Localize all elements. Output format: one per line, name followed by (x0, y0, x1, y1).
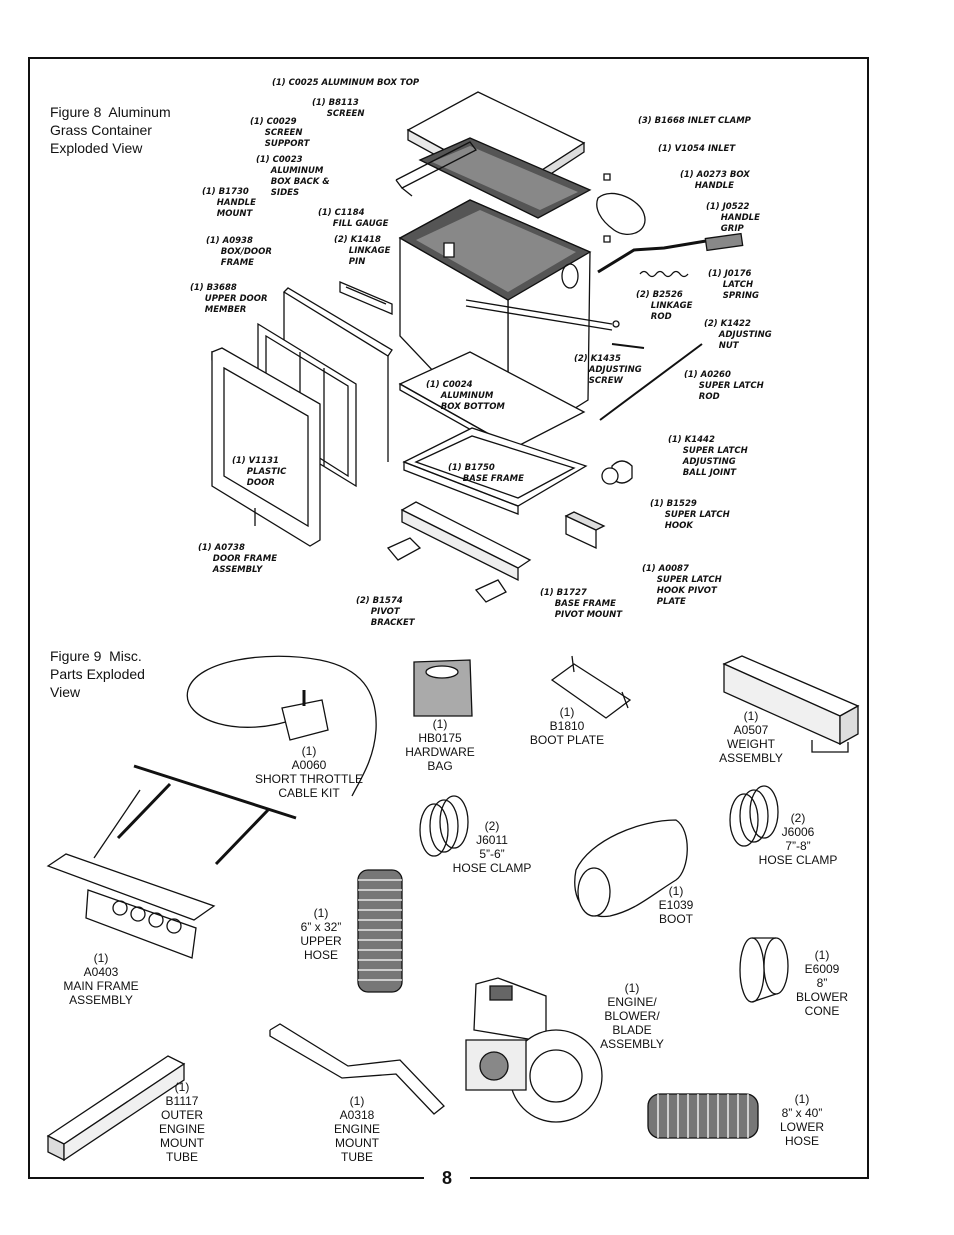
boot-plate-drawing (552, 656, 630, 718)
label-handle-mount: (1) B1730 HANDLE MOUNT (202, 187, 256, 219)
upper-hose-drawing (358, 870, 402, 992)
label-hook-pivot-plate: (1) A0087 SUPER LATCH HOOK PIVOT PLATE (642, 564, 722, 607)
label-hardware-bag: (1) HB0175 HARDWARE BAG (405, 717, 475, 773)
label-box-back-sides: (1) C0023 ALUMINUM BOX BACK & SIDES (256, 155, 330, 198)
boot-drawing (575, 820, 688, 917)
door-frame-assembly-drawing (212, 348, 320, 546)
label-screen-support: (1) C0029 SCREEN SUPPORT (250, 117, 310, 149)
label-boot: (1) E1039 BOOT (658, 884, 694, 926)
throttle-cable-drawing (187, 656, 376, 796)
label-engine-blower-blade: (1) ENGINE/ BLOWER/ BLADE ASSEMBLY (600, 981, 664, 1051)
blower-cone-drawing (740, 938, 788, 1002)
label-base-frame: (1) B1750 BASE FRAME (448, 463, 524, 484)
label-engine-mount-tube: (1) A0318 ENGINE MOUNT TUBE (333, 1094, 380, 1164)
hardware-bag-drawing (414, 660, 472, 716)
latch-hook-drawing (566, 512, 604, 548)
super-latch-rod-drawing (600, 321, 702, 420)
label-adjusting-screw: (2) K1435 ADJUSTING SCREW (574, 354, 642, 386)
label-upper-door-member: (1) B3688 UPPER DOOR MEMBER (190, 283, 268, 315)
latch-spring-drawing (640, 272, 688, 277)
label-handle-grip: (1) J0522 HANDLE GRIP (706, 202, 760, 234)
screen-drawing (420, 138, 590, 218)
lower-hose-drawing (648, 1094, 758, 1138)
label-boot-plate: (1) B1810 BOOT PLATE (529, 705, 605, 747)
figure9-caption: Figure 9 Misc. Parts Exploded View (50, 647, 145, 701)
label-pivot-bracket: (2) B1574 PIVOT BRACKET (356, 596, 415, 628)
label-throttle-cable-kit: (1) A0060 SHORT THROTTLE CABLE KIT (254, 744, 364, 800)
label-super-latch-rod: (1) A0260 SUPER LATCH ROD (684, 370, 764, 402)
box-handle-drawing (598, 234, 743, 272)
label-linkage-rod: (2) B2526 LINKAGE ROD (636, 290, 693, 322)
label-adjusting-nut: (2) K1422 ADJUSTING NUT (704, 319, 772, 351)
label-box-handle: (1) A0273 BOX HANDLE (680, 170, 750, 191)
page-number-gap (424, 1168, 470, 1190)
label-screen: (1) B8113 SCREEN (312, 98, 365, 119)
label-hose-clamp-large: (2) J6006 7”-8” HOSE CLAMP (758, 811, 838, 867)
weight-assembly-drawing (724, 656, 858, 752)
hose-clamp-large-drawing (730, 786, 778, 846)
screen-support-drawing (396, 142, 476, 196)
label-door-frame-assembly: (1) A0738 DOOR FRAME ASSEMBLY (198, 543, 278, 575)
label-fill-gauge: (1) C1184 FILL GAUGE (318, 208, 389, 229)
pivot-mount-drawing (402, 502, 530, 580)
label-main-frame-assembly: (1) A0403 MAIN FRAME ASSEMBLY (63, 951, 139, 1007)
label-lower-hose: (1) 8” x 40” LOWER HOSE (779, 1092, 824, 1148)
label-upper-hose: (1) 6” x 32” UPPER HOSE (300, 906, 342, 962)
label-inlet-clamp: (3) B1668 INLET CLAMP (638, 116, 751, 126)
page-number: 8 (441, 1168, 452, 1188)
engine-mount-tube-drawing (270, 1024, 444, 1114)
figure8-caption: Figure 8 Aluminum Grass Container Explod… (50, 103, 171, 157)
ball-joint-drawing (602, 461, 632, 484)
label-blower-cone: (1) E6009 8” BLOWER CONE (795, 948, 848, 1018)
label-latch-spring: (1) J0176 LATCH SPRING (708, 269, 759, 301)
label-base-frame-pivot-mount: (1) B1727 BASE FRAME PIVOT MOUNT (540, 588, 623, 620)
figure8-caption-text: Figure 8 Aluminum Grass Container Explod… (50, 104, 171, 156)
base-frame-drawing (404, 428, 586, 514)
label-box-bottom: (1) C0024 ALUMINUM BOX BOTTOM (426, 380, 505, 412)
figure9-caption-text: Figure 9 Misc. Parts Exploded View (50, 648, 145, 700)
linkage-rod-drawing (466, 300, 612, 330)
label-plastic-door: (1) V1131 PLASTIC DOOR (232, 456, 287, 488)
hose-clamp-small-drawing (420, 796, 468, 856)
outer-mount-tube-drawing (48, 1056, 184, 1160)
label-hose-clamp-small: (2) J6011 5”-6” HOSE CLAMP (452, 819, 532, 875)
label-outer-engine-mount-tube: (1) B1117 OUTER ENGINE MOUNT TUBE (158, 1080, 205, 1164)
label-ball-joint: (1) K1442 SUPER LATCH ADJUSTING BALL JOI… (668, 435, 748, 478)
label-linkage-pin: (2) K1418 LINKAGE PIN (334, 235, 391, 267)
handle-mount-drawing (340, 282, 392, 314)
main-frame-drawing (48, 766, 296, 958)
pivot-bracket-drawing (388, 538, 506, 602)
label-box-top: (1) C0025 ALUMINUM BOX TOP (272, 78, 420, 88)
engine-blower-drawing (466, 978, 602, 1122)
label-box-door-frame: (1) A0938 BOX/DOOR FRAME (206, 236, 272, 268)
label-weight-assembly: (1) A0507 WEIGHT ASSEMBLY (719, 709, 783, 765)
inlet-drawing (597, 174, 645, 242)
label-latch-hook: (1) B1529 SUPER LATCH HOOK (650, 499, 730, 531)
label-inlet: (1) V1054 INLET (658, 144, 736, 154)
